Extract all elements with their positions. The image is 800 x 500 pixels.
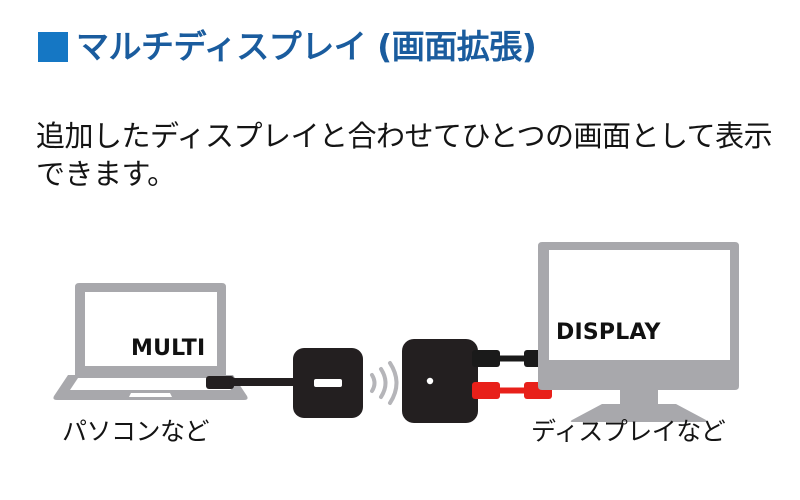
wireless-signal-waves-icon [370, 361, 399, 405]
video-plug-receiver-side [472, 350, 500, 367]
laptop-keyboard-deck [70, 378, 231, 390]
receiver-led-indicator [426, 377, 434, 385]
display-monitor-illustration [538, 242, 739, 422]
receiver-body [402, 339, 478, 423]
monitor-stand-neck [620, 390, 658, 404]
laptop-trackpad [129, 393, 172, 397]
display-screen-label: DISPLAY [556, 320, 661, 345]
usb-plug-laptop-side [206, 376, 234, 389]
wireless-transmitter-dongle [293, 348, 363, 418]
wave-arc-1 [370, 373, 377, 393]
wave-arc-2 [379, 367, 388, 399]
monitor-stand-base [570, 404, 708, 422]
page-title-text: マルチディスプレイ (画面拡張) [76, 27, 537, 66]
laptop-caption: パソコンなど [62, 417, 210, 446]
power-plug-receiver-side [472, 382, 500, 399]
page-title: マルチディスプレイ (画面拡張) [38, 27, 537, 66]
square-bullet-icon [38, 31, 68, 62]
connection-diagram [0, 228, 800, 500]
monitor-screen [549, 250, 730, 360]
laptop-screen-label: MULTI [131, 336, 206, 361]
description-text: 追加したディスプレイと合わせてひとつの画面として表示できます。 [36, 119, 773, 192]
display-caption: ディスプレイなど [531, 417, 726, 446]
transmitter-led-indicator [314, 379, 342, 387]
power-cable [472, 382, 552, 399]
laptop-screen [85, 292, 217, 366]
diagram-artwork [53, 242, 739, 423]
wave-arc-3 [388, 361, 399, 405]
wireless-receiver-box [402, 339, 478, 423]
laptop-illustration [53, 283, 248, 400]
usb-cable [206, 376, 302, 389]
laptop-hinge [75, 370, 226, 375]
